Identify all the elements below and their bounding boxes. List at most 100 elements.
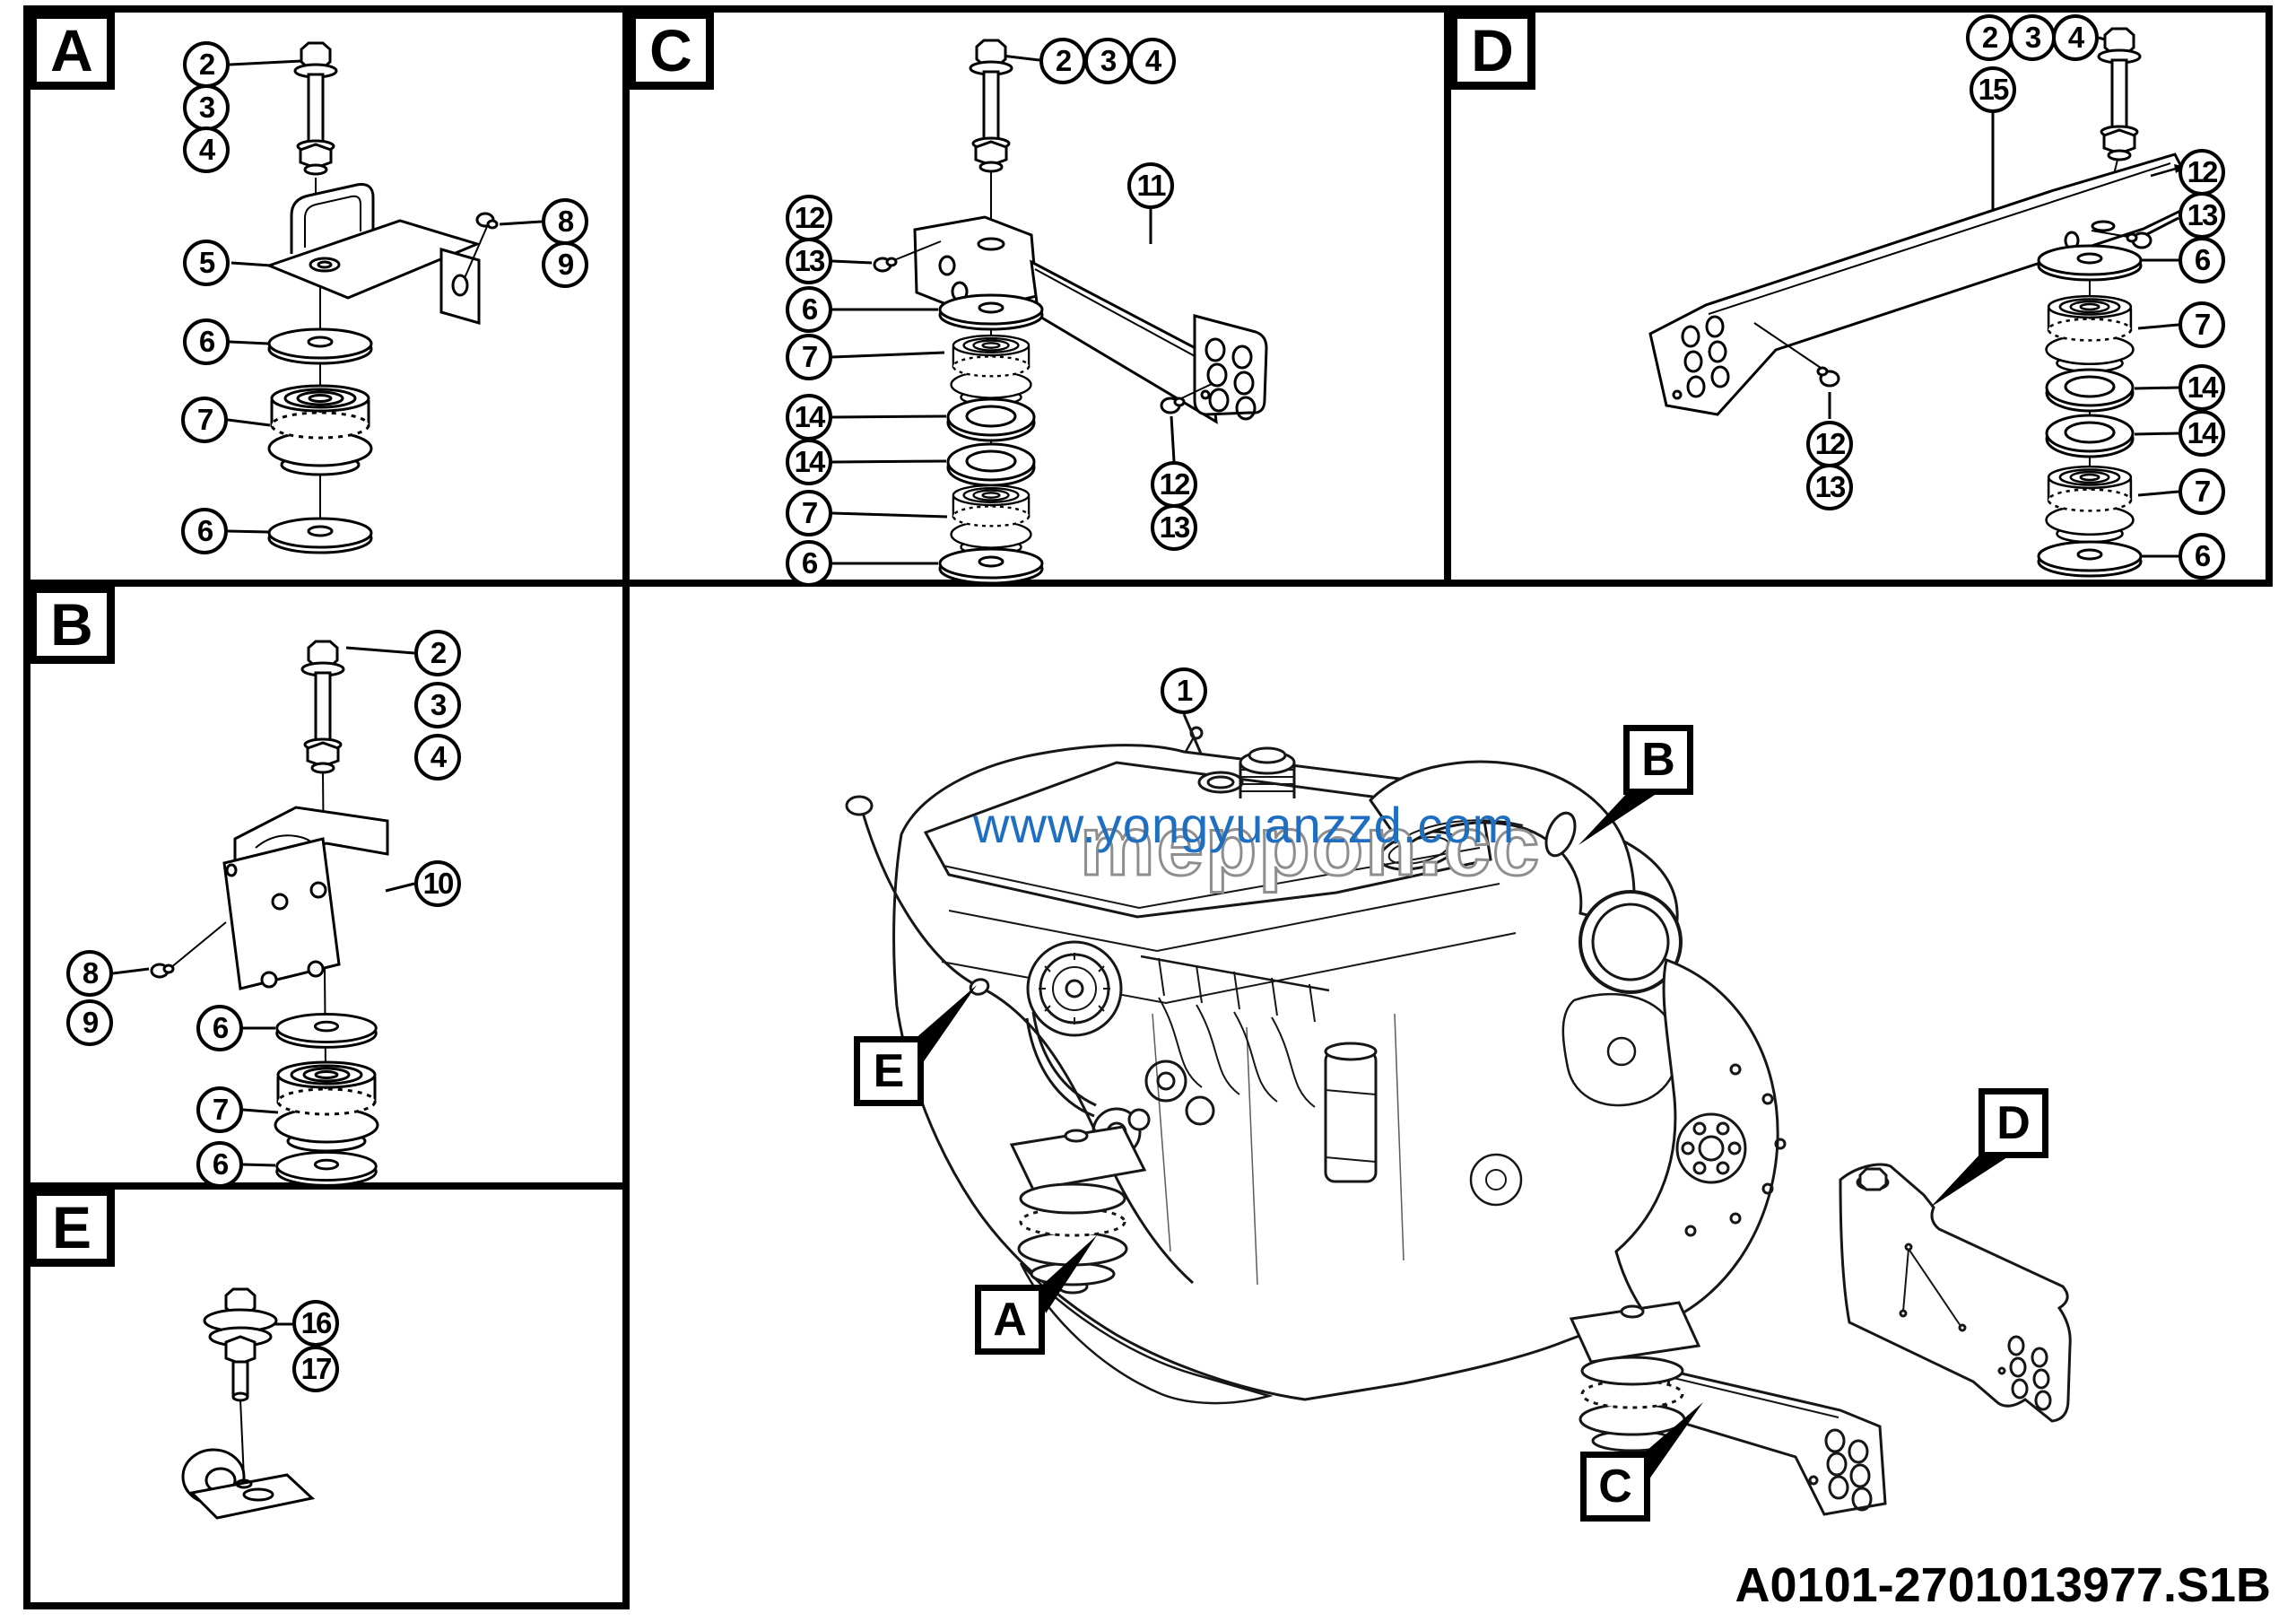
bolt-drawing <box>203 1287 278 1402</box>
callout-7: 7 <box>196 1086 243 1133</box>
small-bolt-drawing <box>150 921 227 979</box>
watermark-domain: meppon.cc <box>1078 798 1542 893</box>
callout-7: 7 <box>2179 301 2225 348</box>
callout-13: 13 <box>1806 464 1853 510</box>
callout-4: 4 <box>1129 38 1176 84</box>
callout-6: 6 <box>196 1005 243 1051</box>
washer-drawing <box>275 1151 378 1187</box>
callout-4: 4 <box>2052 14 2099 61</box>
spacer-ring-drawing <box>2045 368 2135 413</box>
callout-12: 12 <box>1151 461 1197 508</box>
callout-14: 14 <box>2179 410 2225 457</box>
callout-8: 8 <box>66 950 113 997</box>
panel-c-label: C <box>628 11 714 90</box>
washer-drawing <box>275 1013 378 1049</box>
callout-7: 7 <box>2179 468 2225 515</box>
engine-label-a: A <box>975 1285 1045 1355</box>
engine-drawing <box>845 713 2072 1516</box>
callout-9: 9 <box>66 999 113 1046</box>
washer-drawing <box>938 293 1044 331</box>
mount-plate-drawing <box>1839 1163 2072 1423</box>
callout-16: 16 <box>292 1300 339 1347</box>
cushion-drawing <box>274 1060 379 1153</box>
callout-6: 6 <box>181 508 228 554</box>
dipstick-drawing <box>845 795 1194 1285</box>
callout-13: 13 <box>786 238 832 284</box>
callout-10: 10 <box>414 860 461 907</box>
small-bolt-drawing <box>2091 230 2152 249</box>
washer-drawing <box>938 547 1044 585</box>
panel-e-label: E <box>29 1188 115 1267</box>
callout-11: 11 <box>1127 162 1174 209</box>
breather-drawing <box>1239 746 1296 798</box>
callout-5: 5 <box>183 240 230 286</box>
callout-2: 2 <box>414 630 461 676</box>
cushion-drawing <box>2045 294 2135 373</box>
part-number: A0101-2701013977.S1B <box>1735 1558 2271 1612</box>
callout-3: 3 <box>2009 14 2056 61</box>
callout-3: 3 <box>1084 38 1131 84</box>
spacer-ring-drawing <box>946 397 1036 442</box>
cushion-drawing <box>950 484 1032 556</box>
clamp-drawing <box>181 1448 316 1520</box>
callout-2: 2 <box>1966 14 2013 61</box>
callout-6: 6 <box>196 1141 243 1188</box>
washer-drawing <box>267 327 373 365</box>
callout-9: 9 <box>542 241 588 288</box>
callout-7: 7 <box>786 490 832 536</box>
panel-d-drawing <box>1648 27 2202 578</box>
callout-15: 15 <box>1970 66 2016 113</box>
engine-label-c: C <box>1580 1452 1650 1522</box>
engine-label-e: E <box>854 1036 924 1106</box>
bracket-drawing <box>222 806 389 990</box>
callout-4: 4 <box>183 126 230 173</box>
watermark-url: www.yongyuanzzd.com <box>973 797 1516 853</box>
engine-label-b: B <box>1623 725 1693 795</box>
callout-6: 6 <box>2179 237 2225 283</box>
spacer-ring-drawing <box>946 442 1036 487</box>
engine-label-d: D <box>1979 1088 2048 1158</box>
engine-mount-rear-drawing <box>1569 1301 1887 1516</box>
label-pointer-tails <box>915 789 2007 1480</box>
callout-4: 4 <box>414 734 461 780</box>
callout-12: 12 <box>2179 149 2225 196</box>
callout-12: 12 <box>786 195 832 241</box>
panel-c-drawing <box>831 39 1268 585</box>
alternator-drawing <box>1026 940 1123 1037</box>
callout-3: 3 <box>183 84 230 131</box>
panel-a-label: A <box>29 11 115 90</box>
callout-12: 12 <box>1806 421 1853 467</box>
cushion-drawing <box>950 334 1032 406</box>
callout-14: 14 <box>786 439 832 485</box>
callout-6: 6 <box>183 318 230 365</box>
callout-1-leader <box>1182 713 1203 754</box>
small-bolt-drawing <box>1160 383 1213 414</box>
callout-8: 8 <box>542 198 588 245</box>
callout-6: 6 <box>786 286 832 333</box>
washer-drawing <box>2037 244 2143 282</box>
small-bolt-drawing <box>873 240 942 273</box>
bracket-drawing <box>913 215 1268 424</box>
washer-drawing <box>2037 540 2143 578</box>
callout-13: 13 <box>2179 192 2225 239</box>
panel-a-drawing <box>227 41 543 554</box>
callout-6: 6 <box>2179 533 2225 580</box>
panel-b-drawing <box>112 640 415 1187</box>
panel-e-drawing <box>181 1287 316 1520</box>
callout-3: 3 <box>414 682 461 728</box>
callout-14: 14 <box>2179 364 2225 411</box>
callout-2: 2 <box>183 41 230 88</box>
small-bolt-drawing <box>1753 322 1840 388</box>
panel-d-label: D <box>1449 11 1535 90</box>
washer-drawing <box>267 517 373 554</box>
callout-2: 2 <box>1039 38 1086 84</box>
callout-14: 14 <box>786 394 832 440</box>
bracket-drawing <box>265 183 482 325</box>
cushion-drawing <box>267 384 373 476</box>
callout-1: 1 <box>1161 667 1207 714</box>
small-bolt-drawing <box>464 212 499 279</box>
cushion-drawing <box>2045 465 2135 544</box>
callout-13: 13 <box>1151 504 1197 551</box>
